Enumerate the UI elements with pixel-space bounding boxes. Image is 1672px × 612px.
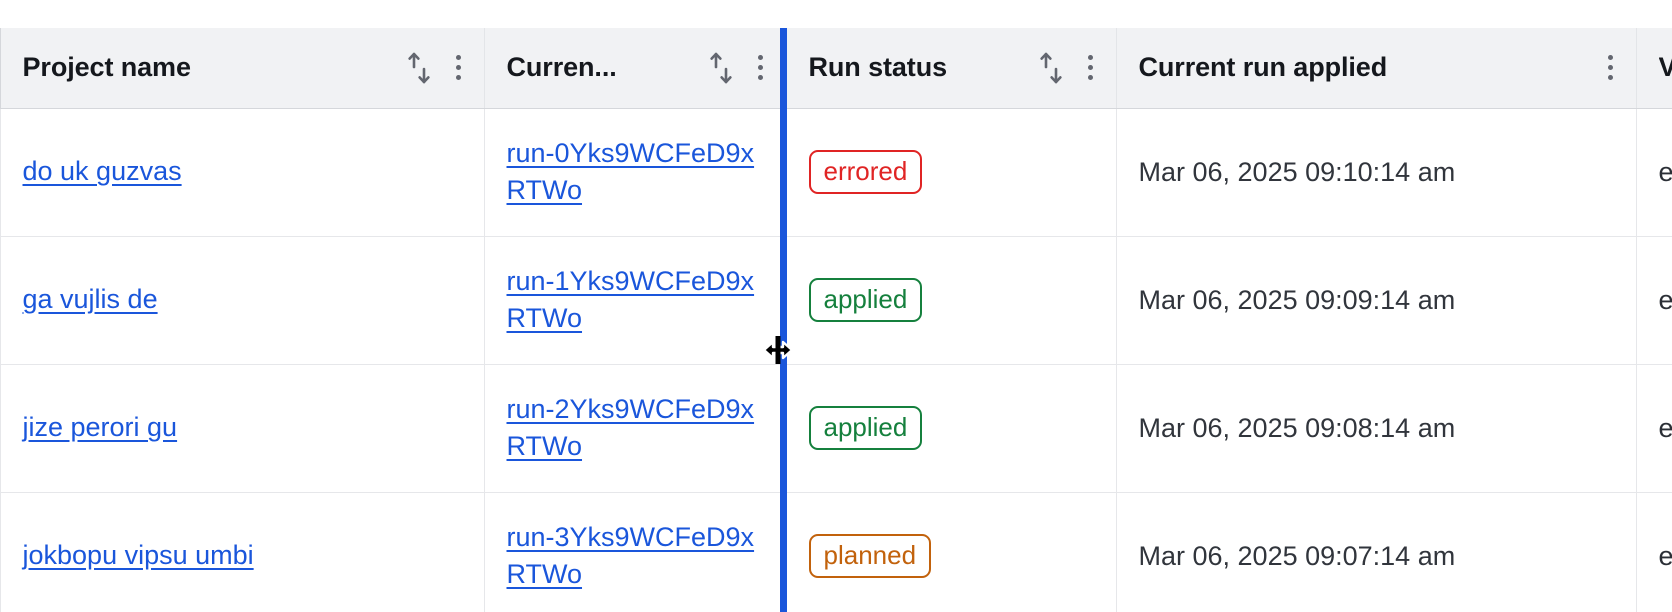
current-run-applied-value: Mar 06, 2025 09:08:14 am: [1138, 412, 1456, 443]
extra-value: e: [1659, 413, 1672, 443]
project-name-link[interactable]: ga vujlis de: [22, 284, 158, 315]
cell-current-run: run-3Yks9WCFeD9xRTWo: [484, 492, 787, 612]
status-badge: applied: [808, 405, 923, 451]
current-run-applied-value: Mar 06, 2025 09:09:14 am: [1138, 284, 1456, 315]
column-header-current-run[interactable]: Curren...: [484, 28, 787, 109]
cell-project-name: jize perori gu: [0, 364, 485, 493]
cell-project-name: ga vujlis de: [0, 236, 485, 365]
current-run-link[interactable]: run-1Yks9WCFeD9xRTWo: [506, 265, 755, 333]
table-row[interactable]: do uk guzvas run-0Yks9WCFeD9xRTWo errore…: [0, 108, 1672, 237]
table-body: do uk guzvas run-0Yks9WCFeD9xRTWo errore…: [0, 108, 1672, 612]
current-run-applied-value: Mar 06, 2025 09:07:14 am: [1138, 540, 1456, 571]
sort-arrows-icon[interactable]: [1036, 49, 1066, 87]
cell-extra: e: [1636, 492, 1672, 612]
extra-value: e: [1659, 285, 1672, 315]
column-header-extra[interactable]: V: [1636, 28, 1672, 109]
project-name-link[interactable]: jokbopu vipsu umbi: [22, 540, 254, 571]
sort-arrows-icon[interactable]: [404, 49, 434, 87]
cell-current-run-applied: Mar 06, 2025 09:09:14 am: [1116, 236, 1637, 365]
column-header-current-run-applied[interactable]: Current run applied: [1116, 28, 1637, 109]
cell-run-status: applied: [786, 236, 1117, 365]
current-run-link[interactable]: run-0Yks9WCFeD9xRTWo: [506, 137, 755, 205]
column-header-label-run-status: Run status: [808, 52, 948, 83]
projects-table-viewport[interactable]: Project name: [0, 28, 1672, 612]
column-header-label-current-run-applied: Current run applied: [1138, 52, 1388, 83]
status-badge: errored: [808, 149, 923, 195]
status-badge: applied: [808, 277, 923, 323]
cell-current-run: run-2Yks9WCFeD9xRTWo: [484, 364, 787, 493]
cell-current-run: run-1Yks9WCFeD9xRTWo: [484, 236, 787, 365]
table-row[interactable]: ga vujlis de run-1Yks9WCFeD9xRTWo applie…: [0, 236, 1672, 365]
cell-extra: e: [1636, 236, 1672, 365]
current-run-link[interactable]: run-3Yks9WCFeD9xRTWo: [506, 521, 755, 589]
table-row[interactable]: jokbopu vipsu umbi run-3Yks9WCFeD9xRTWo …: [0, 492, 1672, 612]
extra-value: e: [1659, 541, 1672, 571]
sort-arrows-icon[interactable]: [706, 49, 736, 87]
table-header: Project name: [0, 28, 1672, 109]
cell-run-status: planned: [786, 492, 1117, 612]
projects-table: Project name: [0, 28, 1672, 612]
project-name-link[interactable]: jize perori gu: [22, 412, 178, 443]
cell-project-name: do uk guzvas: [0, 108, 485, 237]
column-header-project-name[interactable]: Project name: [0, 28, 485, 109]
cell-run-status: errored: [786, 108, 1117, 237]
kebab-menu-icon[interactable]: [448, 52, 470, 84]
cell-current-run-applied: Mar 06, 2025 09:10:14 am: [1116, 108, 1637, 237]
cell-run-status: applied: [786, 364, 1117, 493]
cell-project-name: jokbopu vipsu umbi: [0, 492, 485, 612]
status-badge: planned: [808, 533, 932, 579]
column-header-label-current-run: Curren...: [506, 52, 617, 83]
project-name-link[interactable]: do uk guzvas: [22, 156, 182, 187]
header-row: Project name: [0, 28, 1672, 109]
kebab-menu-icon[interactable]: [750, 52, 772, 84]
extra-value: e: [1659, 157, 1672, 187]
table-row[interactable]: jize perori gu run-2Yks9WCFeD9xRTWo appl…: [0, 364, 1672, 493]
kebab-menu-icon[interactable]: [1080, 52, 1102, 84]
column-header-label-extra: V: [1658, 52, 1672, 83]
current-run-applied-value: Mar 06, 2025 09:10:14 am: [1138, 156, 1456, 187]
cell-extra: e: [1636, 364, 1672, 493]
cell-current-run-applied: Mar 06, 2025 09:08:14 am: [1116, 364, 1637, 493]
column-header-label-project-name: Project name: [22, 52, 191, 83]
cell-current-run: run-0Yks9WCFeD9xRTWo: [484, 108, 787, 237]
column-header-run-status[interactable]: Run status: [786, 28, 1117, 109]
current-run-link[interactable]: run-2Yks9WCFeD9xRTWo: [506, 393, 755, 461]
kebab-menu-icon[interactable]: [1600, 52, 1622, 84]
cell-current-run-applied: Mar 06, 2025 09:07:14 am: [1116, 492, 1637, 612]
cell-extra: e: [1636, 108, 1672, 237]
